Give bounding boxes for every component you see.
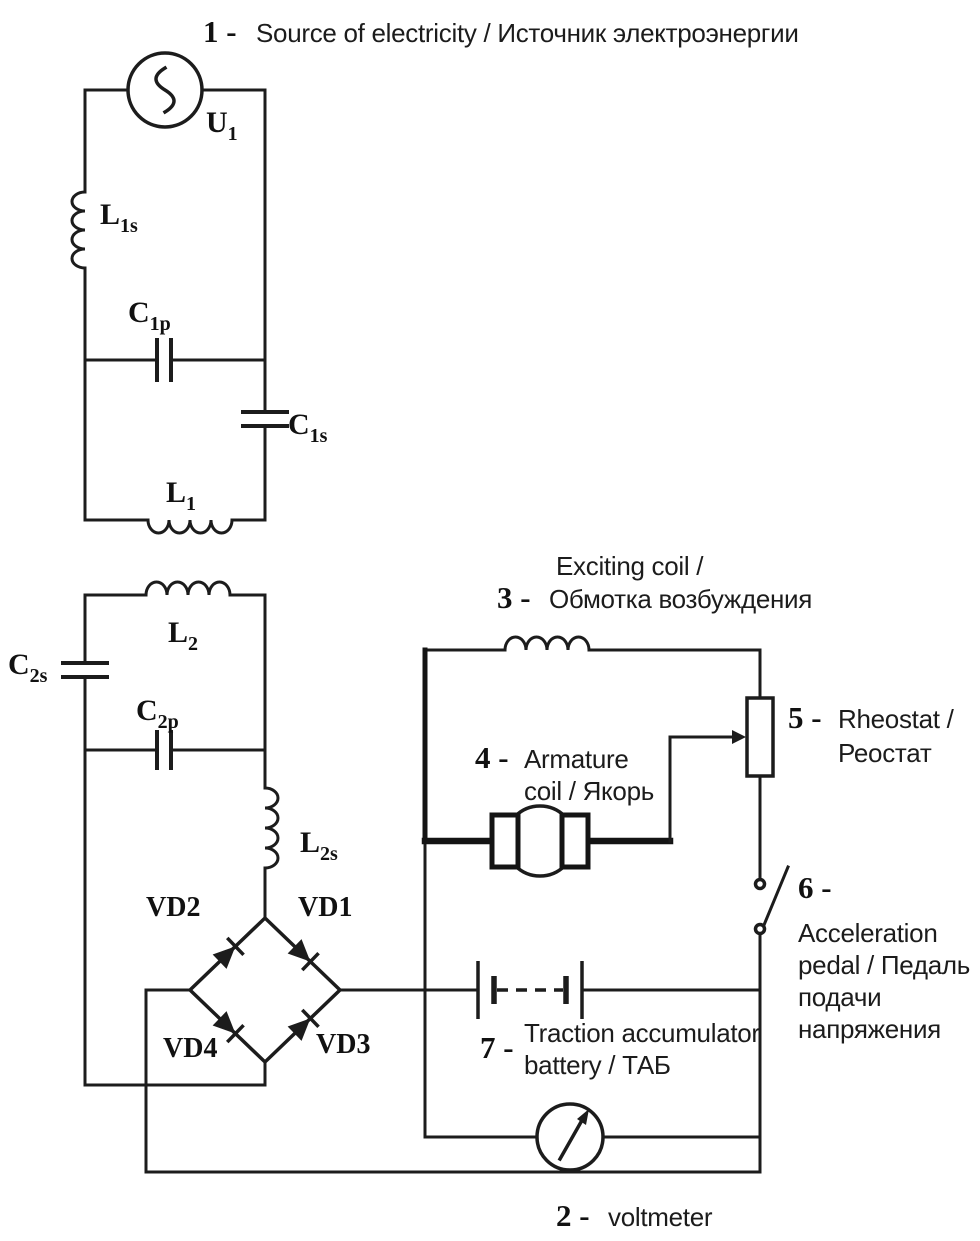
ac-source-symbol — [83, 51, 267, 414]
diode-vd1 — [287, 939, 320, 972]
label-l1s: L1s — [100, 198, 138, 237]
annotation-5-number: 5 - — [788, 700, 822, 735]
switch-contact-top — [753, 877, 767, 891]
inductor-l1s — [70, 190, 87, 270]
annotation-5-line2: Реостат — [838, 738, 932, 768]
label-l2s: L2s — [300, 826, 338, 865]
annotation-4-line2: coil / Якорь — [524, 776, 654, 806]
annotation-2-number: 2 - — [556, 1198, 590, 1233]
label-vd3: VD3 — [316, 1029, 370, 1060]
brush-right — [559, 812, 591, 870]
annotation-7-line2: battery / ТАБ — [524, 1050, 671, 1080]
annotation-1-text: Source of electricity / Источник электро… — [256, 18, 799, 48]
inductor-l2 — [144, 580, 232, 597]
label-l2: L2 — [168, 616, 198, 655]
capacitor-c1p — [83, 338, 267, 382]
annotation-7-number: 7 - — [480, 1030, 514, 1065]
armature-motor — [421, 804, 674, 878]
annotations: 1 - Source of electricity / Источник эле… — [203, 14, 970, 1233]
label-u1: U1 — [206, 106, 238, 145]
label-vd1: VD1 — [298, 892, 352, 923]
annotation-6-line3: подачи — [798, 982, 881, 1012]
pedal-switch — [753, 774, 790, 1174]
label-l1: L1 — [166, 476, 196, 515]
annotation-2-text: voltmeter — [608, 1202, 713, 1232]
primary-tank-circuit — [70, 51, 289, 535]
inductor-l1 — [146, 518, 234, 535]
annotation-1-number: 1 - — [203, 14, 237, 49]
diode-vd3 — [287, 1008, 320, 1041]
label-c2p: C2p — [136, 694, 179, 733]
wiper-arrow-icon — [732, 730, 746, 744]
annotation-3-number: 3 - — [497, 580, 531, 615]
annotation-6-number: 6 - — [798, 870, 832, 905]
label-vd4: VD4 — [163, 1033, 217, 1064]
label-c1p: C1p — [128, 296, 171, 335]
annotation-5-line1: Rheostat / — [838, 704, 955, 734]
annotation-6-line4: напряжения — [798, 1014, 941, 1044]
voltmeter-needle — [557, 1119, 584, 1162]
needle-arrow-icon — [577, 1109, 589, 1125]
rheostat — [668, 696, 775, 843]
inductor-l2s — [263, 786, 280, 870]
sine-wave-icon — [154, 65, 176, 115]
component-labels: U1 L1s C1p C1s L1 L2 C2s C2p L2s VD2 VD1… — [8, 106, 370, 1064]
annotation-7-line1: Traction accumulator — [524, 1018, 760, 1048]
brush-left — [489, 812, 521, 870]
voltmeter — [535, 1102, 762, 1172]
annotation-3-line2: Обмотка возбуждения — [549, 584, 812, 614]
label-c2s: C2s — [8, 648, 48, 687]
secondary-tank-circuit — [61, 580, 280, 1087]
capacitor-c2p — [83, 730, 267, 770]
annotation-3-line1: Exciting coil / — [556, 551, 704, 581]
annotation-6-line2: pedal / Педаль — [798, 950, 970, 980]
annotation-6-line1: Acceleration — [798, 918, 937, 948]
label-c1s: C1s — [288, 408, 328, 447]
diode-vd2 — [212, 936, 245, 969]
traction-battery — [476, 961, 762, 1019]
diode-vd4 — [212, 1011, 245, 1044]
motor-circuit — [144, 635, 790, 1174]
label-vd2: VD2 — [146, 892, 200, 923]
annotation-4-number: 4 - — [475, 740, 509, 775]
diode-bridge — [144, 915, 478, 1174]
exciting-coil — [503, 635, 591, 652]
switch-blade — [762, 865, 790, 927]
annotation-4-line1: Armature — [524, 744, 629, 774]
